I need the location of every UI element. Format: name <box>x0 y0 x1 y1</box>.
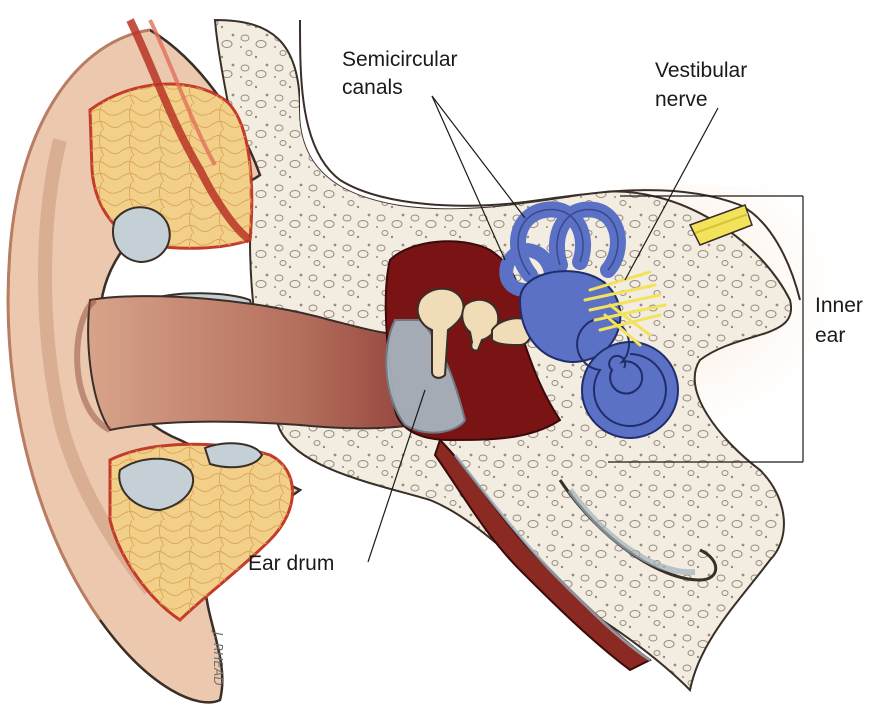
cartilage-grey-upper <box>113 207 170 262</box>
label-semicircular-canals-1: Semicircular <box>342 48 458 71</box>
label-vestibular-nerve-2: nerve <box>655 88 708 111</box>
label-semicircular-canals-2: canals <box>342 76 403 99</box>
label-inner-ear-1: Inner <box>815 294 863 317</box>
artist-signature: J. RHEAD <box>211 630 225 686</box>
label-inner-ear-2: ear <box>815 324 845 347</box>
label-ear-drum: Ear drum <box>248 552 334 575</box>
label-vestibular-nerve-1: Vestibular <box>655 59 747 82</box>
cartilage-grey-lower-b <box>205 443 262 467</box>
